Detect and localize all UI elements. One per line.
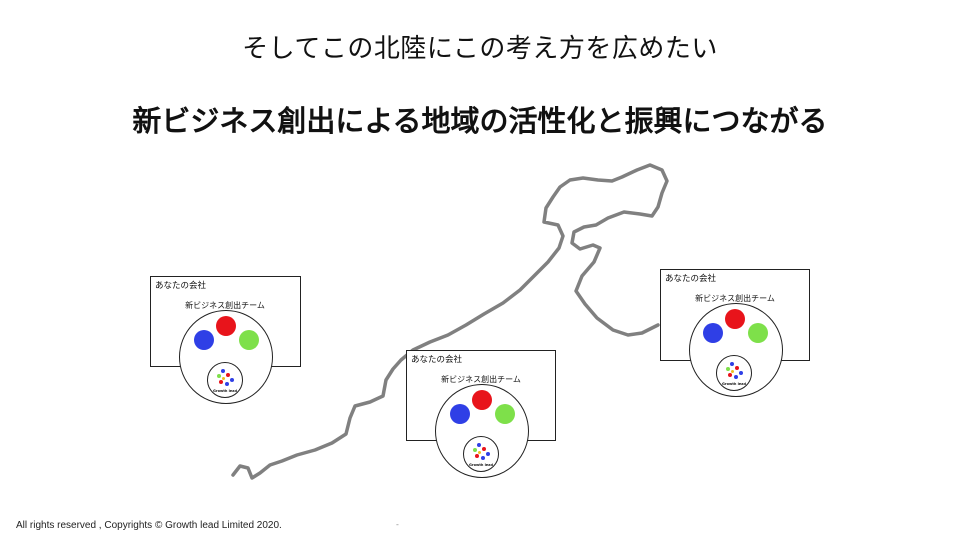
green-member-circle	[495, 404, 515, 424]
copyright-footer: All rights reserved , Copyrights © Growt…	[16, 520, 282, 531]
team-label: 新ビジネス創出チーム	[695, 294, 775, 303]
blue-member-circle	[194, 330, 214, 350]
growth-lead-logo: Growth lead	[463, 436, 499, 472]
red-member-circle	[472, 390, 492, 410]
growth-lead-text: Growth lead	[212, 389, 238, 393]
team-label: 新ビジネス創出チーム	[185, 301, 265, 310]
red-member-circle	[725, 309, 745, 329]
green-member-circle	[239, 330, 259, 350]
growth-lead-text: Growth lead	[721, 382, 747, 386]
growth-lead-logo: Growth lead	[716, 355, 752, 391]
headline: 新ビジネス創出による地域の活性化と振興につながる	[132, 104, 828, 138]
company-label: あなたの会社	[665, 274, 717, 284]
growth-lead-logo: Growth lead	[207, 362, 243, 398]
red-member-circle	[216, 316, 236, 336]
subtitle: そしてこの北陸にこの考え方を広めたい	[242, 34, 718, 64]
blue-member-circle	[450, 404, 470, 424]
team-label: 新ビジネス創出チーム	[441, 375, 521, 384]
green-member-circle	[748, 323, 768, 343]
blue-member-circle	[703, 323, 723, 343]
company-label: あなたの会社	[411, 355, 463, 365]
footer-mark: -	[396, 520, 399, 529]
growth-lead-text: Growth lead	[468, 463, 494, 467]
company-label: あなたの会社	[155, 281, 207, 291]
